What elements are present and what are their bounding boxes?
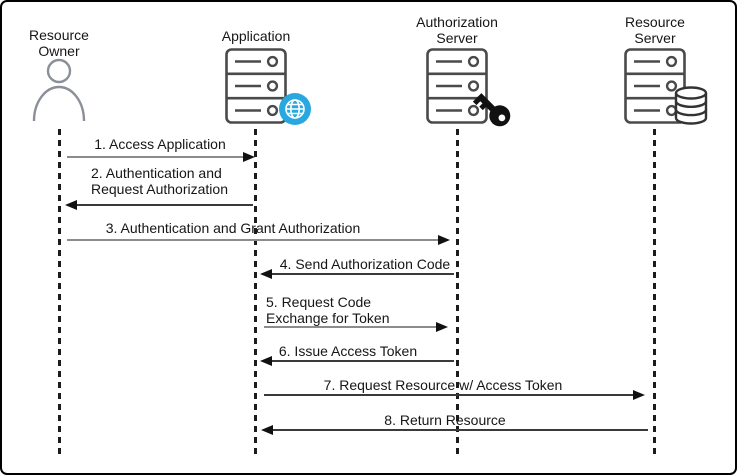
- message-2-arrowhead-icon: [65, 200, 77, 210]
- database-icon: [674, 86, 708, 125]
- actor-label-application: Application: [221, 28, 291, 44]
- message-7-arrow-line: [264, 394, 633, 396]
- message-2-arrow-line: [77, 204, 253, 206]
- message-1-arrowhead-icon: [243, 152, 255, 162]
- message-3-arrow-line: [67, 239, 438, 241]
- message-1-label: 1. Access Application: [94, 136, 226, 152]
- message-5-arrow-line: [264, 326, 436, 328]
- message-5-arrowhead-icon: [436, 322, 448, 332]
- message-3-arrowhead-icon: [438, 235, 450, 245]
- lifeline-application: [254, 129, 257, 455]
- lifeline-resource-server: [653, 129, 656, 455]
- message-4-arrow-line: [272, 273, 454, 275]
- message-3-label: 3. Authentication and Grant Authorizatio…: [105, 220, 361, 236]
- key-icon: [472, 93, 511, 127]
- message-6-arrow-line: [272, 360, 454, 362]
- actor-label-authorization-server: Authorization Server: [416, 14, 498, 46]
- message-2-label: 2. Authentication and Request Authorizat…: [91, 165, 228, 197]
- message-1-arrow-line: [67, 156, 243, 158]
- message-4-label: 4. Send Authorization Code: [279, 256, 451, 272]
- message-6-arrowhead-icon: [260, 356, 272, 366]
- actor-label-resource-owner: Resource Owner: [29, 27, 89, 59]
- message-7-arrowhead-icon: [633, 390, 645, 400]
- message-8-arrowhead-icon: [261, 425, 273, 435]
- globe-icon: [279, 93, 311, 125]
- server-icon-application: [225, 48, 287, 124]
- lifeline-resource-owner: [58, 129, 61, 455]
- message-7-label: 7. Request Resource w/ Access Token: [323, 377, 563, 393]
- message-5-label: 5. Request Code Exchange for Token: [266, 294, 390, 326]
- server-icon-resource: [624, 48, 686, 124]
- actor-label-resource-server: Resource Server: [625, 14, 685, 46]
- message-4-arrowhead-icon: [260, 269, 272, 279]
- lifeline-authorization-server: [456, 129, 459, 455]
- person-icon: [32, 58, 86, 122]
- message-8-arrow-line: [273, 429, 648, 431]
- message-8-label: 8. Return Resource: [384, 412, 506, 428]
- server-icon-authorization: [426, 48, 488, 124]
- message-6-label: 6. Issue Access Token: [278, 343, 418, 359]
